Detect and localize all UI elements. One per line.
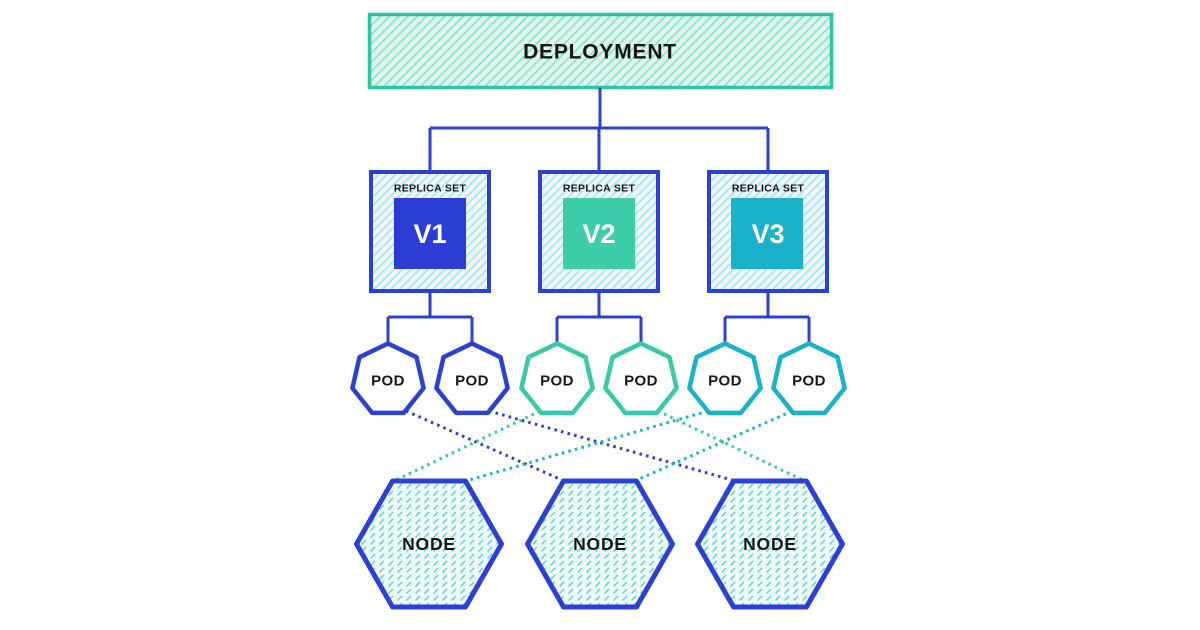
pod1-to-node2-link <box>405 409 563 482</box>
pod3-to-node1-link <box>393 409 541 483</box>
pod4-to-node3-link <box>657 409 806 483</box>
pod-5-label: POD <box>708 373 742 390</box>
pod-4-label: POD <box>624 373 658 390</box>
pod2-to-node3-link <box>488 409 733 482</box>
node-2-shape <box>525 478 675 610</box>
pod-4: POD <box>603 341 679 416</box>
replica-set-v1-label: REPLICA SET <box>394 183 467 195</box>
replica-set-v3: REPLICA SET V3 <box>707 170 829 293</box>
pod6-to-node2-link <box>636 409 793 482</box>
pod-6-shape <box>771 341 847 416</box>
replica-set-v2-label: REPLICA SET <box>563 183 636 195</box>
pod-2-label: POD <box>455 373 489 390</box>
replicaset-v1-to-pods-connector <box>386 291 474 344</box>
node-3: NODE <box>695 478 845 610</box>
replicaset-v2-to-pods-connector <box>555 291 643 344</box>
deployment: DEPLOYMENT <box>367 12 834 90</box>
pod-5-shape <box>687 341 763 416</box>
deployment-to-replicasets-connector <box>428 88 770 172</box>
pod5-to-node1-link <box>465 409 709 483</box>
replica-set-v3-version-label: V3 <box>751 219 784 249</box>
replica-set-v1-version-box <box>394 198 466 269</box>
pod-2: POD <box>434 341 510 416</box>
pod-3-label: POD <box>540 373 574 390</box>
pod-3-shape <box>519 341 595 416</box>
pod-3: POD <box>519 341 595 416</box>
replica-set-v1-version-label: V1 <box>413 219 446 249</box>
node-3-shape <box>695 478 845 610</box>
pod-6-label: POD <box>792 373 826 390</box>
node-3-label: NODE <box>743 534 797 554</box>
node-2: NODE <box>525 478 675 610</box>
node-1-label: NODE <box>402 534 456 554</box>
pod-6: POD <box>771 341 847 416</box>
replicaset-v3-to-pods-connector <box>723 291 811 344</box>
replica-set-v1: REPLICA SET V1 <box>369 170 491 293</box>
replica-set-v2: REPLICA SET V2 <box>538 170 660 293</box>
pod-4-shape <box>603 341 679 416</box>
replica-set-v2-version-label: V2 <box>582 219 615 249</box>
deployment-label: DEPLOYMENT <box>523 41 677 64</box>
node-2-label: NODE <box>573 534 627 554</box>
pod-5: POD <box>687 341 763 416</box>
deployment-box <box>367 12 834 90</box>
pod-2-shape <box>434 341 510 416</box>
replica-set-v2-version-box <box>563 198 635 269</box>
replica-set-v3-version-box <box>731 198 803 269</box>
pod-1: POD <box>350 341 426 416</box>
node-1: NODE <box>354 478 504 610</box>
pod-1-shape <box>350 341 426 416</box>
node-1-shape <box>354 478 504 610</box>
replica-set-v3-label: REPLICA SET <box>732 183 805 195</box>
pod-1-label: POD <box>371 373 405 390</box>
